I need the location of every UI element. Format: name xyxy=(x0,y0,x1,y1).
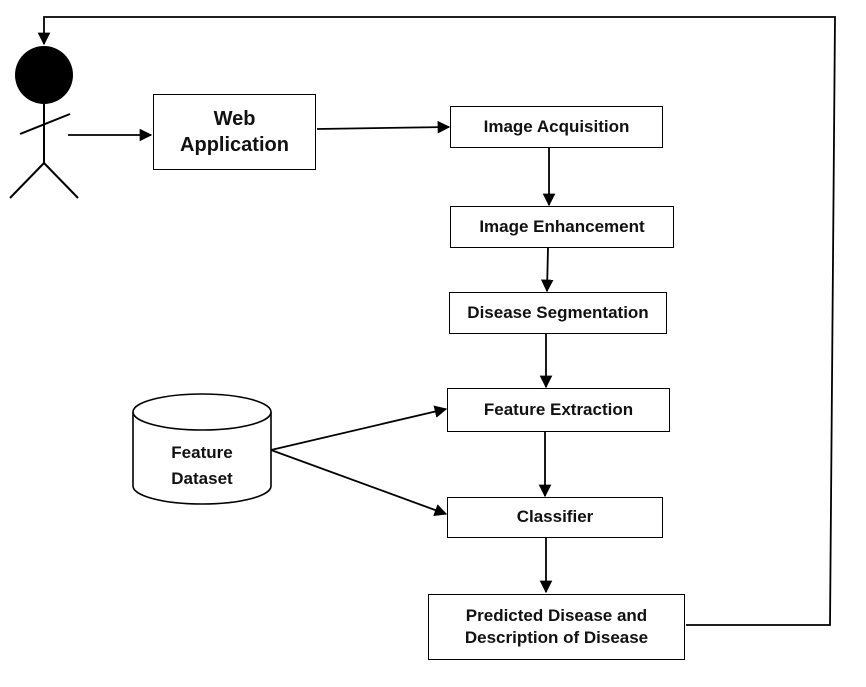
disease-segmentation-label: Disease Segmentation xyxy=(467,302,649,322)
classifier-box: Classifier xyxy=(447,497,663,538)
arrow-enhancement-to-segmentation xyxy=(540,247,554,293)
user-actor-icon xyxy=(9,46,79,199)
feature-dataset-cylinder xyxy=(132,393,272,505)
feature-dataset-label-line2: Dataset xyxy=(171,469,233,489)
arrow-webapp-to-acquisition xyxy=(316,120,451,134)
feature-extraction-label: Feature Extraction xyxy=(483,399,634,419)
predicted-disease-box: Predicted Disease and Description of Dis… xyxy=(428,594,685,660)
web-application-label-line2: Application xyxy=(180,134,289,156)
feature-extraction-box: Feature Extraction xyxy=(447,388,670,432)
feedback-arrow-to-user xyxy=(37,16,836,626)
classifier-label: Classifier xyxy=(516,507,594,527)
image-acquisition-box: Image Acquisition xyxy=(450,106,663,148)
feature-dataset-label: Feature Dataset xyxy=(133,440,271,493)
feature-dataset-label-line1: Feature xyxy=(171,443,233,462)
arrow-dataset-to-classifier xyxy=(270,449,448,517)
web-application-label-line1: Web xyxy=(213,108,256,130)
image-acquisition-label: Image Acquisition xyxy=(483,116,630,136)
image-enhancement-label: Image Enhancement xyxy=(479,216,645,236)
disease-segmentation-box: Disease Segmentation xyxy=(449,292,667,334)
predicted-disease-label-line2: Description of Disease xyxy=(464,628,649,647)
arrow-dataset-to-extraction xyxy=(270,405,448,451)
image-enhancement-box: Image Enhancement xyxy=(450,206,674,248)
predicted-disease-label-line1: Predicted Disease and xyxy=(465,605,648,625)
web-application-box: Web Application xyxy=(153,94,316,170)
